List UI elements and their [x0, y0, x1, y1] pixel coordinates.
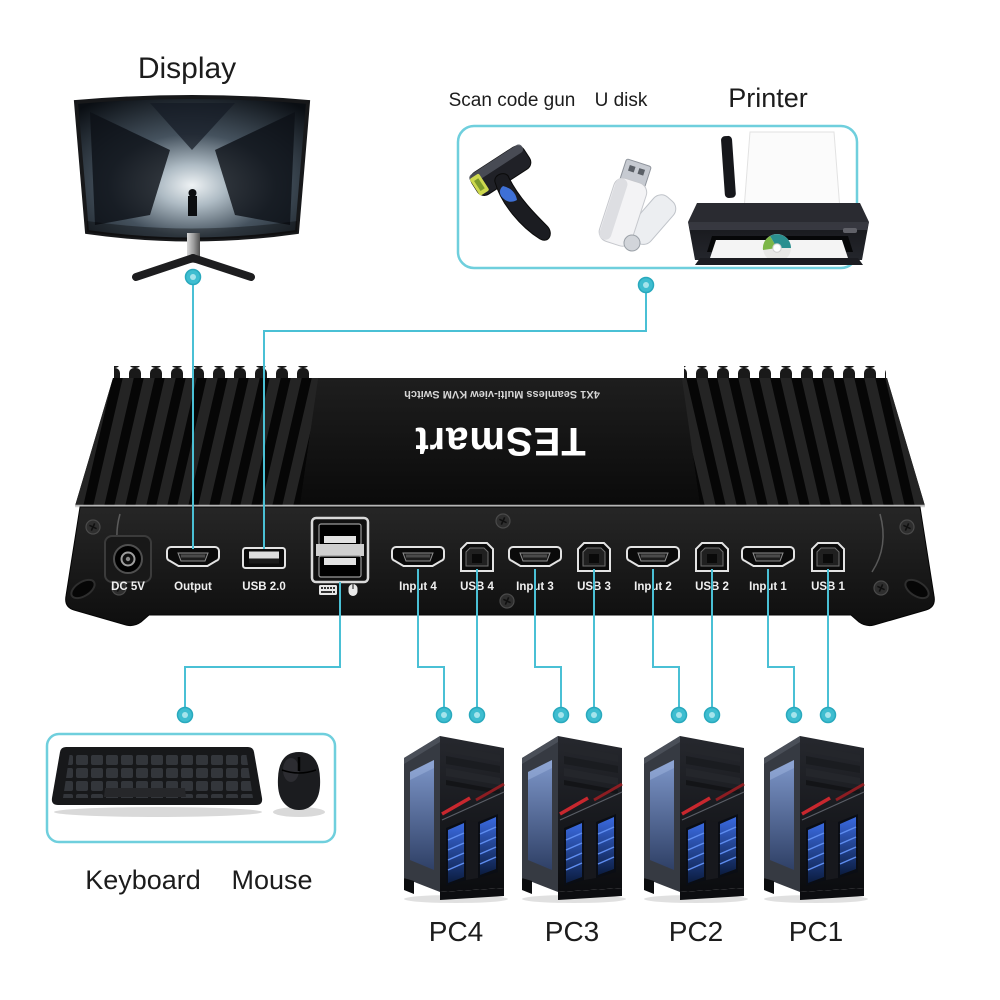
- pc1-tower: [762, 734, 870, 905]
- hdmi-input1-port: [741, 546, 795, 567]
- connector-dot-pc1-usb: [819, 706, 837, 724]
- screw: [85, 519, 101, 535]
- keyboard-keys: [63, 752, 253, 798]
- connector-dot-pc4-usb: [468, 706, 486, 724]
- screw: [499, 593, 515, 609]
- printer-paper: [743, 131, 841, 211]
- pc2-tower: [642, 734, 750, 905]
- connector-dot-pc3-video: [552, 706, 570, 724]
- printer-button: [843, 228, 857, 233]
- display-monitor: [73, 95, 311, 281]
- keyboard-spacebar: [104, 788, 186, 797]
- hdmi-input3-port: [508, 546, 562, 567]
- device-brand-logo: TESmart: [414, 419, 586, 463]
- mouse-device: [273, 752, 325, 817]
- u-disk-label: U disk: [595, 90, 648, 111]
- pc4-tower: [402, 734, 510, 905]
- pc2-label: PC2: [669, 916, 723, 947]
- hdmi-input4-port: [391, 546, 445, 567]
- mount-hole-left: [70, 578, 96, 600]
- dc-port-label: DC 5V: [111, 581, 145, 593]
- connector-dot-pc1-video: [785, 706, 803, 724]
- keyboard-label: Keyboard: [85, 865, 201, 895]
- usb4-port: [460, 542, 494, 572]
- usb-flash-drive: [598, 158, 677, 252]
- screen-art-right: [215, 112, 295, 225]
- connector-dot-pc2-video: [670, 706, 688, 724]
- kbms-to-usbports-line: [184, 582, 341, 708]
- barcode-scanner: [469, 144, 551, 241]
- pc3-label: PC3: [545, 916, 599, 947]
- heatsink-fins-right: [682, 378, 925, 506]
- mount-hole-right: [904, 578, 930, 600]
- pc1-label: PC1: [789, 916, 843, 947]
- printer-top: [688, 203, 869, 222]
- hdmi-output-port: [166, 546, 220, 567]
- screen-figure-head: [188, 189, 197, 197]
- heatsink-fins-left: [75, 378, 318, 506]
- connector-dot-pc2-usb: [703, 706, 721, 724]
- dc-power-port: [104, 535, 152, 583]
- printer-cd: [762, 234, 791, 262]
- screen-figure: [188, 196, 197, 216]
- screw: [899, 519, 915, 535]
- keyboard-device: [51, 747, 263, 817]
- scan-code-gun-label: Scan code gun: [449, 90, 576, 111]
- screw: [873, 580, 889, 596]
- peripherals-to-usb20-line: [263, 292, 647, 549]
- monitor-foot-right: [189, 254, 255, 281]
- printer-label: Printer: [728, 83, 808, 113]
- input2-to-pc2-line: [652, 569, 680, 708]
- device-model-text: 4X1 Seamless Multi-view KVM Switch: [404, 388, 600, 400]
- screen-art-left: [90, 112, 170, 225]
- connection-lines: [176, 268, 837, 724]
- device-top-panel: [300, 378, 700, 506]
- mouse-label: Mouse: [231, 865, 312, 895]
- usb20-port-label: USB 2.0: [242, 581, 285, 593]
- mouse-icon: [347, 583, 359, 597]
- kvm-switch-device: 4X1 Seamless Multi-view KVM Switch TESma…: [65, 366, 935, 627]
- input1-to-pc1-line: [767, 569, 795, 708]
- connector-dot-pc4-video: [435, 706, 453, 724]
- scanner-trigger: [499, 186, 517, 202]
- usb2-port: [695, 542, 729, 572]
- printer-device: [688, 131, 869, 265]
- connector-dot-kbms: [176, 706, 194, 724]
- keyboard-icon: [319, 585, 337, 595]
- usb-2.0-port: [242, 547, 286, 569]
- connector-dot-peripherals: [637, 276, 655, 294]
- display-label: Display: [138, 52, 236, 85]
- device-front-face: [65, 506, 935, 627]
- input3-to-pc3-line: [534, 569, 562, 708]
- hdmi-input2-port: [626, 546, 680, 567]
- keyboard-mouse-usb-ports: [310, 516, 370, 584]
- screen-floor: [87, 221, 297, 240]
- connector-dot-pc3-usb: [585, 706, 603, 724]
- pc4-label: PC4: [429, 916, 483, 947]
- connector-dot-display: [184, 268, 202, 286]
- usb3-port: [577, 542, 611, 572]
- pc3-tower: [520, 734, 628, 905]
- screen-art-top: [150, 103, 235, 150]
- heatsink-fin-edge-left: [114, 366, 316, 379]
- output-port-label: Output: [174, 581, 212, 593]
- screw: [495, 513, 511, 529]
- heatsink-fin-edge-right: [684, 366, 886, 379]
- input4-to-pc4-line: [417, 569, 445, 708]
- usb1-port: [811, 542, 845, 572]
- monitor-foot-left: [132, 254, 197, 281]
- flash-drive-pivot: [623, 234, 641, 252]
